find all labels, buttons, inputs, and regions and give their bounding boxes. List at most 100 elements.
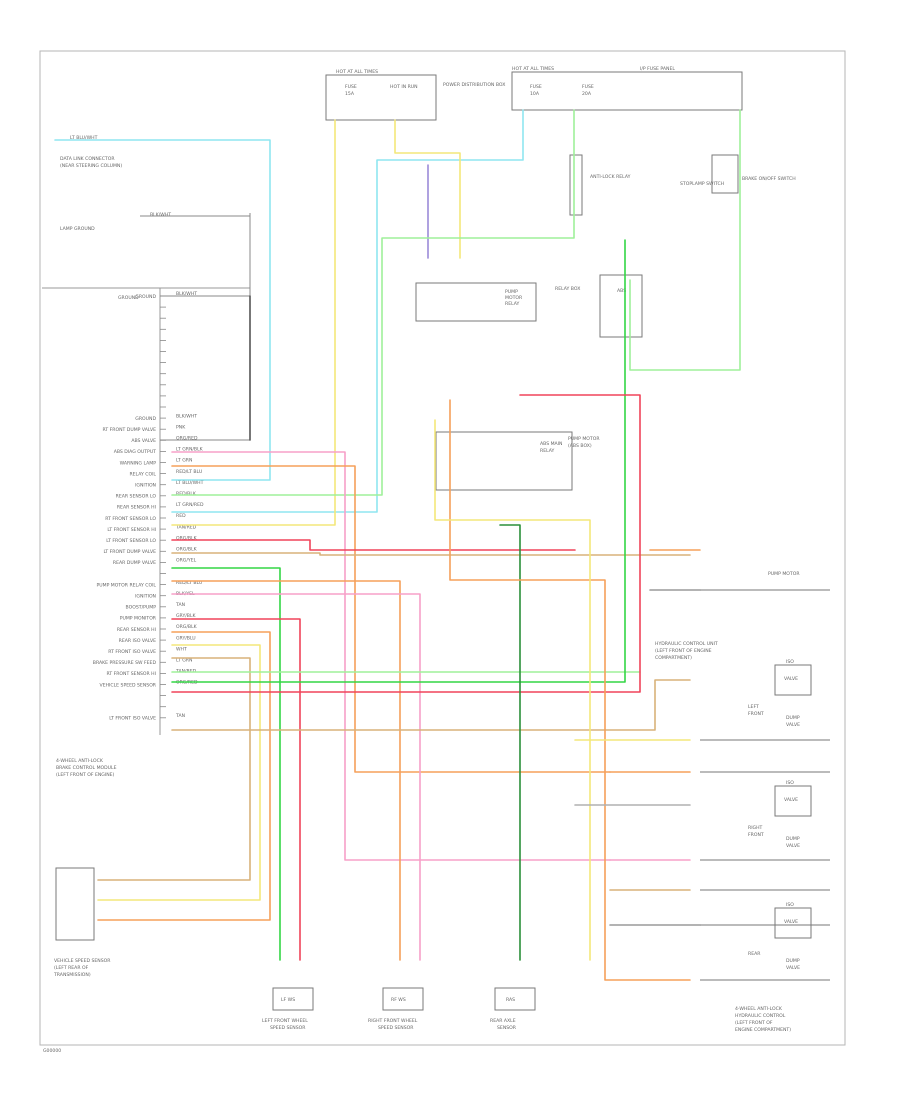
iso-rear-label: ISO [786, 902, 794, 908]
pump-motor-label-1: PUMP MOTOR [568, 436, 600, 442]
pin-wire-code: LT BLU/WHT [176, 480, 204, 486]
iso-valve-rf-box [774, 785, 812, 817]
pin-wire-code: LT GRN/RED [176, 502, 204, 508]
lf-sensor-caption-2: SPEED SENSOR [270, 1025, 306, 1031]
wire-green [171, 239, 626, 683]
pin-label: PUMP MONITOR [120, 616, 157, 622]
brake-switch-label: BRAKE ON/OFF SWITCH [742, 176, 796, 182]
lf-wheel-sensor-box-label: LF WS [281, 997, 295, 1003]
fuse-main-rating: 15A [345, 91, 355, 97]
data-link-wire-label: LT BLU/WHT [70, 135, 98, 141]
hcu-caption-4: ENGINE COMPARTMENT) [735, 1027, 791, 1033]
rear-axle-sensor-box [494, 987, 536, 1011]
module-caption-2: BRAKE CONTROL MODULE [56, 765, 117, 771]
iso-lf-label: ISO [786, 659, 794, 665]
pin-wire-code: WHT [176, 646, 187, 652]
pin-wire-code: GRY/BLK [176, 613, 197, 619]
relay-box-label: RELAY BOX [555, 286, 580, 292]
pin-label: PUMP MOTOR RELAY COIL [96, 582, 156, 588]
iso-lf-sublabel: VALVE [784, 676, 798, 682]
pin-wire-code: TAN/RED [175, 524, 197, 530]
pin-label: REAR SENSOR HI [117, 505, 156, 511]
iso-rf-label: ISO [786, 780, 794, 786]
pin-wire-code: ORG/BLK [176, 535, 198, 541]
wire-orange [449, 399, 691, 981]
wire-light-blue [171, 109, 524, 513]
hcu-caption-3: (LEFT FRONT OF [735, 1020, 773, 1026]
pin-wire-code: TAN [175, 713, 185, 719]
stoplamp-switch-label: STOPLAMP SWITCH [680, 181, 724, 187]
relay-section: PUMP MOTOR RELAY RELAY BOX ABS MAIN RELA… [415, 282, 600, 491]
pin-label: RT FRONT SENSOR LO [105, 516, 156, 522]
pin-label: VEHICLE SPEED SENSOR [100, 682, 157, 688]
wire-orange [171, 580, 401, 961]
anti-lock-relay-label: ANTI-LOCK RELAY [590, 174, 631, 180]
pin-label: REAR ISO VALVE [119, 638, 156, 644]
wiring-harness [54, 109, 830, 981]
diagram-frame [39, 50, 846, 1046]
hcu-caption-2: HYDRAULIC CONTROL [735, 1013, 786, 1019]
iso-rf-sublabel: VALVE [784, 797, 798, 803]
lf-wheel-sensor-box [272, 987, 314, 1011]
pin-wire-code: LT GRN [176, 658, 192, 664]
pin-label: ABS VALVE [131, 438, 156, 444]
pin-label: GROUND [135, 294, 156, 300]
power-distribution-box [325, 74, 437, 121]
wire-orange [97, 631, 271, 921]
pin-label: LT FRONT SENSOR HI [107, 527, 156, 533]
abs-main-relay-box [435, 431, 573, 491]
iso-valve-rear-box [774, 907, 812, 939]
wire-tan [97, 657, 251, 881]
wire-yellow [394, 119, 461, 259]
pin-label: LT FRONT DUMP VALVE [103, 549, 156, 555]
rf-sensor-caption-2: SPEED SENSOR [378, 1025, 414, 1031]
pin-label: RT FRONT ISO VALVE [108, 649, 156, 655]
wire-yellow [97, 644, 261, 901]
fuse-main-label: FUSE [345, 84, 357, 90]
rf-sensor-caption-1: RIGHT FRONT WHEEL [368, 1018, 418, 1024]
pump-motor-label-2: (ABS BOX) [568, 443, 592, 449]
hcu-caption-1: 4-WHEEL ANTI-LOCK [735, 1006, 783, 1012]
pin-label: RT FRONT DUMP VALVE [103, 427, 157, 433]
wire-dark-green [499, 524, 521, 961]
rear-axle-sensor-box-label: RAS [506, 997, 515, 1003]
dump-rear-label: DUMP [786, 958, 800, 964]
pin-wire-code: LT GRN [176, 458, 192, 464]
wire-red [171, 539, 576, 551]
pin-label: BOOST/PUMP [126, 605, 157, 611]
pin-label: BRAKE PRESSURE SW FEED [93, 660, 157, 666]
ground-wire-label: BLK/WHT [150, 212, 171, 218]
stoplamp-switch-box [711, 154, 739, 194]
pin-wire-code: TAN [175, 602, 185, 608]
pin-wire-code: ORG/BLK [176, 547, 198, 553]
wire-tan [171, 552, 691, 556]
wire-green [171, 567, 281, 961]
rear-sensor-caption-1: REAR AXLE [490, 1018, 516, 1024]
wire-pink [171, 451, 611, 861]
pressure-switch-box [599, 274, 643, 338]
dump-lf-sublabel: VALVE [786, 722, 800, 728]
pin-label: ABS DIAG OUTPUT [114, 449, 156, 455]
fuse-right-label: FUSE [582, 84, 594, 90]
power-distribution-box-label: POWER DISTRIBUTION BOX [443, 82, 505, 88]
wire-light-blue [54, 139, 271, 481]
pin-label: REAR DUMP VALVE [113, 560, 156, 566]
vehicle-speed-sensor-box [55, 867, 95, 941]
rear-label: REAR [748, 951, 761, 957]
dump-lf-label: DUMP [786, 715, 800, 721]
ip-fuse-panel-label: I/P FUSE PANEL [640, 66, 675, 72]
pin-wire-code: ORG/YEL [176, 558, 197, 564]
iso-rear-sublabel: VALVE [784, 919, 798, 925]
fuse-right-rating: 20A [582, 91, 592, 97]
right-front-sublabel: FRONT [748, 832, 764, 838]
left-front-label: LEFT [748, 704, 759, 710]
power-distribution-section: HOT AT ALL TIMES FUSE 15A HOT IN RUN POW… [325, 66, 796, 338]
pin-wire-code: BLK/WHT [176, 413, 197, 419]
hcu-location-2: COMPARTMENT) [655, 655, 692, 661]
pin-label: REAR SENSOR LO [116, 494, 157, 500]
anti-lock-relay-box [569, 154, 583, 216]
wire-light-green [629, 109, 741, 371]
pin-wire-code: LT GRN/BLK [176, 447, 204, 453]
fuse-center-label: FUSE [530, 84, 542, 90]
